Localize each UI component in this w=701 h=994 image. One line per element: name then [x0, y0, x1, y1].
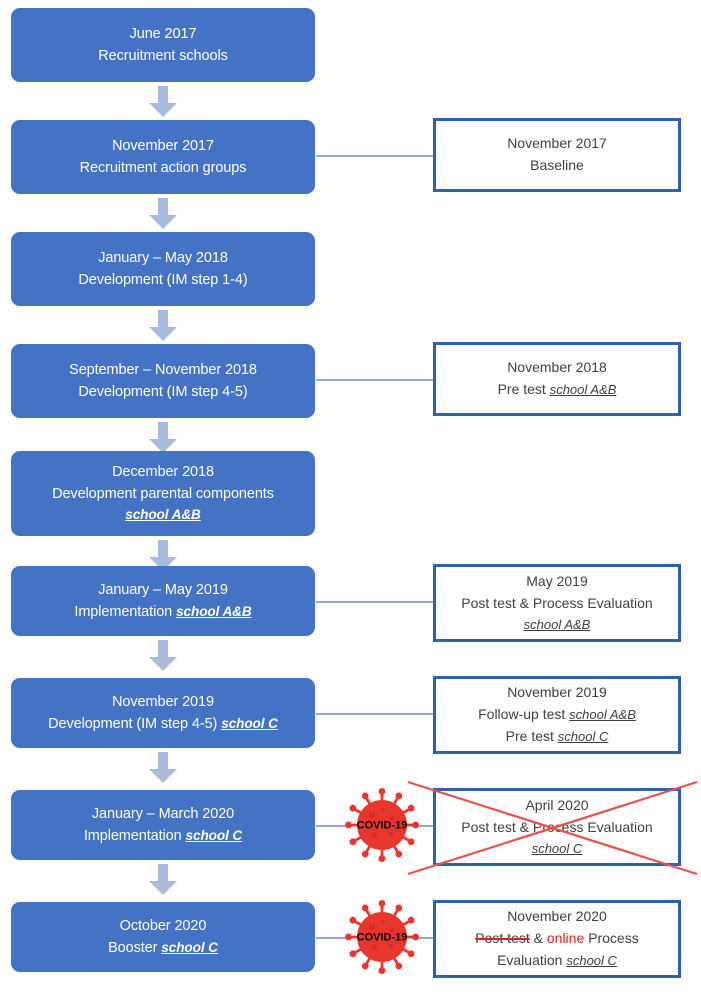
- measurement-school: school A&B: [549, 382, 617, 397]
- process-box-recruitment-schools[interactable]: June 2017 Recruitment schools: [11, 8, 315, 82]
- process-date: September – November 2018: [69, 361, 257, 378]
- process-activity: Booster: [108, 940, 158, 956]
- measurement-detail-line: Pre test school A&B: [498, 379, 617, 401]
- flow-arrow-down-icon-4: [148, 422, 178, 454]
- process-date: January – May 2018: [98, 249, 228, 266]
- flow-arrow-down-icon-7: [148, 752, 178, 784]
- connector-line-baseline: [316, 155, 434, 157]
- measurement-date: April 2020: [525, 797, 589, 814]
- connector-line-april-2020: [316, 825, 352, 827]
- measurement-box-follow-up-and-pre-test[interactable]: November 2019 Follow-up test school A&B …: [433, 676, 681, 754]
- covid-19-virus-icon-1: COVID-19: [345, 788, 419, 862]
- measurement-detail: Follow-up test: [478, 706, 566, 723]
- process-box-development-im-4-5-school-c[interactable]: November 2019 Development (IM step 4-5) …: [11, 678, 315, 748]
- process-activity: Recruitment schools: [98, 48, 228, 64]
- process-date: November 2019: [112, 693, 214, 710]
- measurement-box-post-test-process-eval-school-ab[interactable]: May 2019 Post test & Process Evaluation …: [433, 564, 681, 642]
- flow-arrow-down-icon-6: [148, 640, 178, 672]
- flow-arrow-down-icon-8: [148, 864, 178, 896]
- flow-arrow-down-icon-1: [148, 86, 178, 118]
- process-date: January – May 2019: [98, 581, 228, 598]
- measurement-date: November 2017: [507, 135, 607, 152]
- process-date: December 2018: [112, 464, 214, 481]
- measurement-detail-line-1: Follow-up test school A&B: [478, 704, 636, 726]
- measurement-date: May 2019: [526, 573, 588, 590]
- measurement-school: school A&B: [569, 707, 636, 723]
- measurement-date: November 2020: [507, 908, 607, 925]
- measurement-detail-line-2: Pre test school C: [506, 726, 609, 748]
- flow-arrow-down-icon-3: [148, 310, 178, 342]
- connector-line-november-2020: [316, 937, 352, 939]
- process-activity-line: Implementation school C: [84, 825, 242, 847]
- measurement-box-post-test-process-eval-school-c-cancelled[interactable]: April 2020 Post test & Process Evaluatio…: [433, 788, 681, 866]
- process-box-development-parental-components[interactable]: December 2018 Development parental compo…: [11, 451, 315, 536]
- covid-19-virus-icon-2: COVID-19: [345, 900, 419, 974]
- measurement-school: school C: [557, 728, 609, 744]
- connector-line-pre-test-ab: [316, 379, 434, 381]
- measurement-detail: Baseline: [530, 157, 584, 173]
- measurement-detail-struck: Post test: [475, 930, 530, 947]
- process-school: school C: [161, 940, 218, 955]
- measurement-school: school C: [566, 952, 617, 968]
- measurement-detail-line-1: Post test & online Process: [475, 928, 638, 950]
- process-box-implementation-school-c[interactable]: January – March 2020 Implementation scho…: [11, 790, 315, 860]
- process-activity: Development parental components: [52, 486, 274, 503]
- measurement-school: school C: [531, 840, 583, 856]
- measurement-detail: Evaluation: [497, 951, 563, 968]
- measurement-detail-tail: Process: [584, 930, 639, 947]
- flow-arrow-down-icon-5: [148, 540, 178, 572]
- process-box-development-im-1-4[interactable]: January – May 2018 Development (IM step …: [11, 232, 315, 306]
- process-date: November 2017: [112, 137, 214, 154]
- flow-arrow-down-icon-2: [148, 198, 178, 230]
- measurement-box-baseline[interactable]: November 2017 Baseline: [433, 118, 681, 192]
- process-activity: Implementation: [74, 604, 173, 620]
- covid-badge-label: COVID-19: [357, 932, 408, 944]
- measurement-school: school A&B: [523, 616, 591, 632]
- measurement-detail: Post test & Process Evaluation: [461, 594, 653, 611]
- connector-line-post-test-ab: [316, 601, 434, 603]
- process-activity-line: Booster school C: [108, 937, 218, 959]
- measurement-date: November 2018: [507, 359, 607, 376]
- process-school: school A&B: [125, 507, 201, 523]
- process-school: school A&B: [176, 604, 252, 619]
- measurement-box-online-process-eval-school-c[interactable]: November 2020 Post test & online Process…: [433, 900, 681, 978]
- process-school: school C: [221, 716, 278, 731]
- measurement-detail-mid: &: [529, 930, 547, 947]
- process-date: June 2017: [129, 25, 197, 42]
- process-box-development-im-4-5[interactable]: September – November 2018 Development (I…: [11, 344, 315, 418]
- process-box-booster-school-c[interactable]: October 2020 Booster school C: [11, 902, 315, 972]
- process-school: school C: [185, 828, 243, 843]
- process-activity-line: Implementation school A&B: [74, 601, 251, 623]
- measurement-box-pre-test-school-ab[interactable]: November 2018 Pre test school A&B: [433, 342, 681, 416]
- measurement-detail: Pre test: [505, 727, 554, 744]
- process-activity: Development (IM step 4-5): [48, 716, 218, 732]
- process-date: January – March 2020: [91, 805, 235, 822]
- process-activity: Development (IM step 4-5): [78, 384, 248, 400]
- process-activity: Development (IM step 1-4): [78, 272, 248, 288]
- measurement-detail-highlight: online: [546, 930, 585, 947]
- process-box-recruitment-action-groups[interactable]: November 2017 Recruitment action groups: [11, 120, 315, 194]
- process-activity: Implementation: [83, 828, 182, 844]
- measurement-date: November 2019: [507, 684, 607, 701]
- process-date: October 2020: [119, 917, 207, 934]
- measurement-detail: Pre test: [497, 381, 546, 397]
- process-box-implementation-school-ab[interactable]: January – May 2019 Implementation school…: [11, 566, 315, 636]
- measurement-detail: Post test & Process Evaluation: [461, 818, 653, 835]
- measurement-detail-line-2: Evaluation school C: [497, 950, 617, 972]
- covid-badge-label: COVID-19: [357, 820, 408, 832]
- process-activity: Recruitment action groups: [79, 160, 247, 176]
- connector-line-follow-up: [316, 713, 434, 715]
- connector-line-november-2020-right: [412, 937, 434, 939]
- process-activity-line: Development (IM step 4-5) school C: [48, 713, 278, 735]
